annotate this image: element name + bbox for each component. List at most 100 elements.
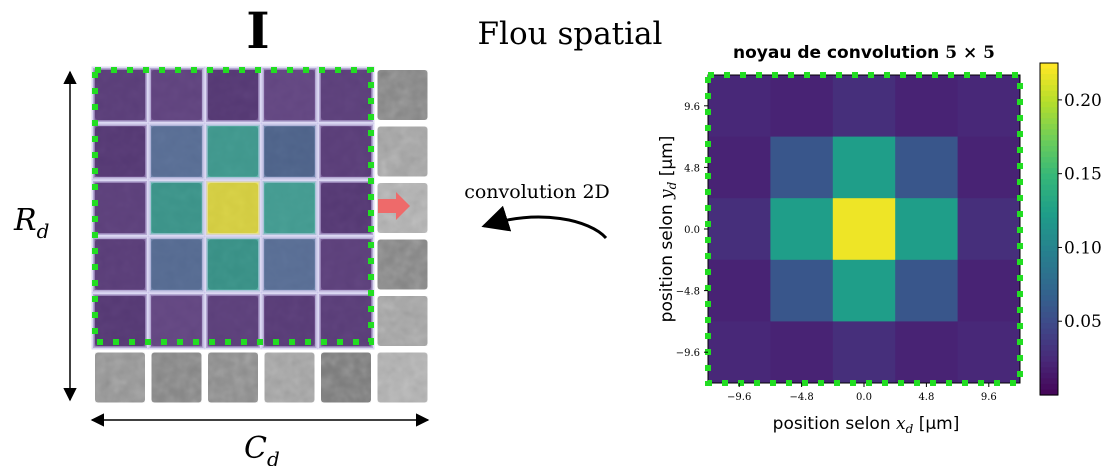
heatmap-cell <box>895 321 959 384</box>
colorbar-segment <box>1040 195 1058 202</box>
kernel-overlay-cell <box>91 236 149 293</box>
colorbar-segment <box>1040 107 1058 114</box>
heatmap-cell <box>957 321 1021 384</box>
colorbar-segment <box>1040 140 1058 147</box>
heatmap-kernel-border <box>705 72 1023 386</box>
kernel-overlay-cell <box>91 123 149 180</box>
colorbar-segment <box>1040 367 1058 374</box>
kernel-overlay-cell <box>204 123 262 180</box>
heatmap-y-ticks: 9.64.80.0−4.8−9.6 <box>676 102 708 359</box>
colorbar-segment <box>1040 312 1058 319</box>
kernel-overlay-cell <box>317 66 375 124</box>
colorbar-segment <box>1040 323 1058 330</box>
colorbar-segment <box>1040 339 1058 346</box>
colorbar-segment <box>1040 223 1058 230</box>
heatmap-cell <box>770 75 834 138</box>
colorbar-tick-label: 0.10 <box>1064 238 1102 258</box>
kernel-overlay-cell <box>204 236 262 293</box>
heatmap-cell <box>832 136 896 199</box>
kernel-overlay-cell <box>261 236 318 293</box>
kernel-overlay-cell <box>204 66 262 124</box>
heatmap-cell <box>708 75 771 138</box>
image-tile <box>377 70 428 120</box>
image-tile <box>208 352 258 403</box>
colorbar-segment <box>1040 289 1058 296</box>
colorbar-segment <box>1040 256 1058 263</box>
colorbar: 0.050.100.150.20 <box>1039 62 1102 396</box>
kernel-overlay-cell <box>261 66 318 124</box>
colorbar-segment <box>1040 245 1058 252</box>
heatmap-cell <box>895 136 959 199</box>
colorbar-segment <box>1040 306 1058 313</box>
colorbar-segment <box>1040 123 1058 130</box>
heatmap-cell <box>832 321 896 384</box>
colorbar-segment <box>1040 118 1058 125</box>
colorbar-frame <box>1039 62 1059 396</box>
colorbar-segment <box>1040 190 1058 197</box>
heatmap-cell <box>957 259 1021 322</box>
colorbar-segment <box>1040 68 1058 75</box>
y-tick-label: −4.8 <box>676 287 700 298</box>
colorbar-segment <box>1040 350 1058 357</box>
heatmap-cells <box>708 75 1021 384</box>
kernel-overlay-cell <box>317 179 375 237</box>
convolution-label: convolution 2D <box>464 181 610 203</box>
colorbar-segment <box>1040 129 1058 136</box>
image-tile <box>321 352 371 403</box>
colorbar-segment <box>1040 79 1058 86</box>
image-grid-panel: I Rd Cd <box>13 1 430 466</box>
colorbar-segment <box>1040 284 1058 291</box>
colorbar-segment <box>1040 151 1058 158</box>
heatmap-cell <box>708 136 771 199</box>
colorbar-segment <box>1040 383 1058 391</box>
heatmap-cell <box>770 321 834 384</box>
x-tick-label: 0.0 <box>856 392 872 403</box>
colorbar-segment <box>1040 90 1058 97</box>
shift-arrow <box>378 192 410 220</box>
x-tick-label: −4.8 <box>789 392 813 403</box>
colorbar-segment <box>1040 234 1058 241</box>
colorbar-tick-label: 0.15 <box>1064 165 1102 185</box>
colorbar-segment <box>1040 251 1058 258</box>
colorbar-segment <box>1040 300 1058 308</box>
colorbar-segment <box>1040 179 1058 186</box>
kernel-overlay-cell <box>91 292 149 350</box>
kernel-overlay-cell <box>261 123 318 180</box>
image-tile <box>377 239 428 290</box>
y-tick-label: 0.0 <box>684 225 700 236</box>
colorbar-segment <box>1040 273 1058 280</box>
colorbar-segment <box>1040 217 1058 225</box>
x-tick-label: −9.6 <box>727 392 751 403</box>
image-tile <box>151 352 202 403</box>
colorbar-tick-label: 0.05 <box>1064 312 1102 332</box>
heatmap-ylabel: position selon yd [μm] <box>657 136 679 323</box>
kernel-overlay-cell <box>261 179 318 237</box>
middle-panel: Flou spatial convolution 2D <box>464 16 662 240</box>
colorbar-segment <box>1040 389 1058 396</box>
heatmap-cell <box>708 198 771 261</box>
kernel-overlay-cell <box>148 123 205 180</box>
kernel-overlay-cell <box>204 179 262 237</box>
heatmap-cell <box>832 198 896 261</box>
image-tile <box>377 126 428 177</box>
kernel-overlay-cell <box>148 292 205 350</box>
colorbar-segment <box>1040 112 1058 119</box>
rows-label: Rd <box>13 203 49 243</box>
kernel-overlay-cell <box>148 66 205 124</box>
heatmap-cell <box>957 75 1021 138</box>
colorbar-segment <box>1040 317 1058 324</box>
kernel-overlay-cell <box>317 292 375 350</box>
y-tick-label: −9.6 <box>676 348 700 359</box>
heatmap-cell <box>770 198 834 261</box>
colorbar-segment <box>1040 201 1058 208</box>
colorbar-segment <box>1040 63 1058 70</box>
heatmap-cell <box>832 75 896 138</box>
colorbar-segment <box>1040 378 1058 385</box>
x-tick-label: 9.6 <box>981 392 997 403</box>
colorbar-segment <box>1040 267 1058 274</box>
image-tile <box>377 352 428 403</box>
y-tick-label: 4.8 <box>684 163 700 174</box>
colorbar-segment <box>1040 278 1058 285</box>
